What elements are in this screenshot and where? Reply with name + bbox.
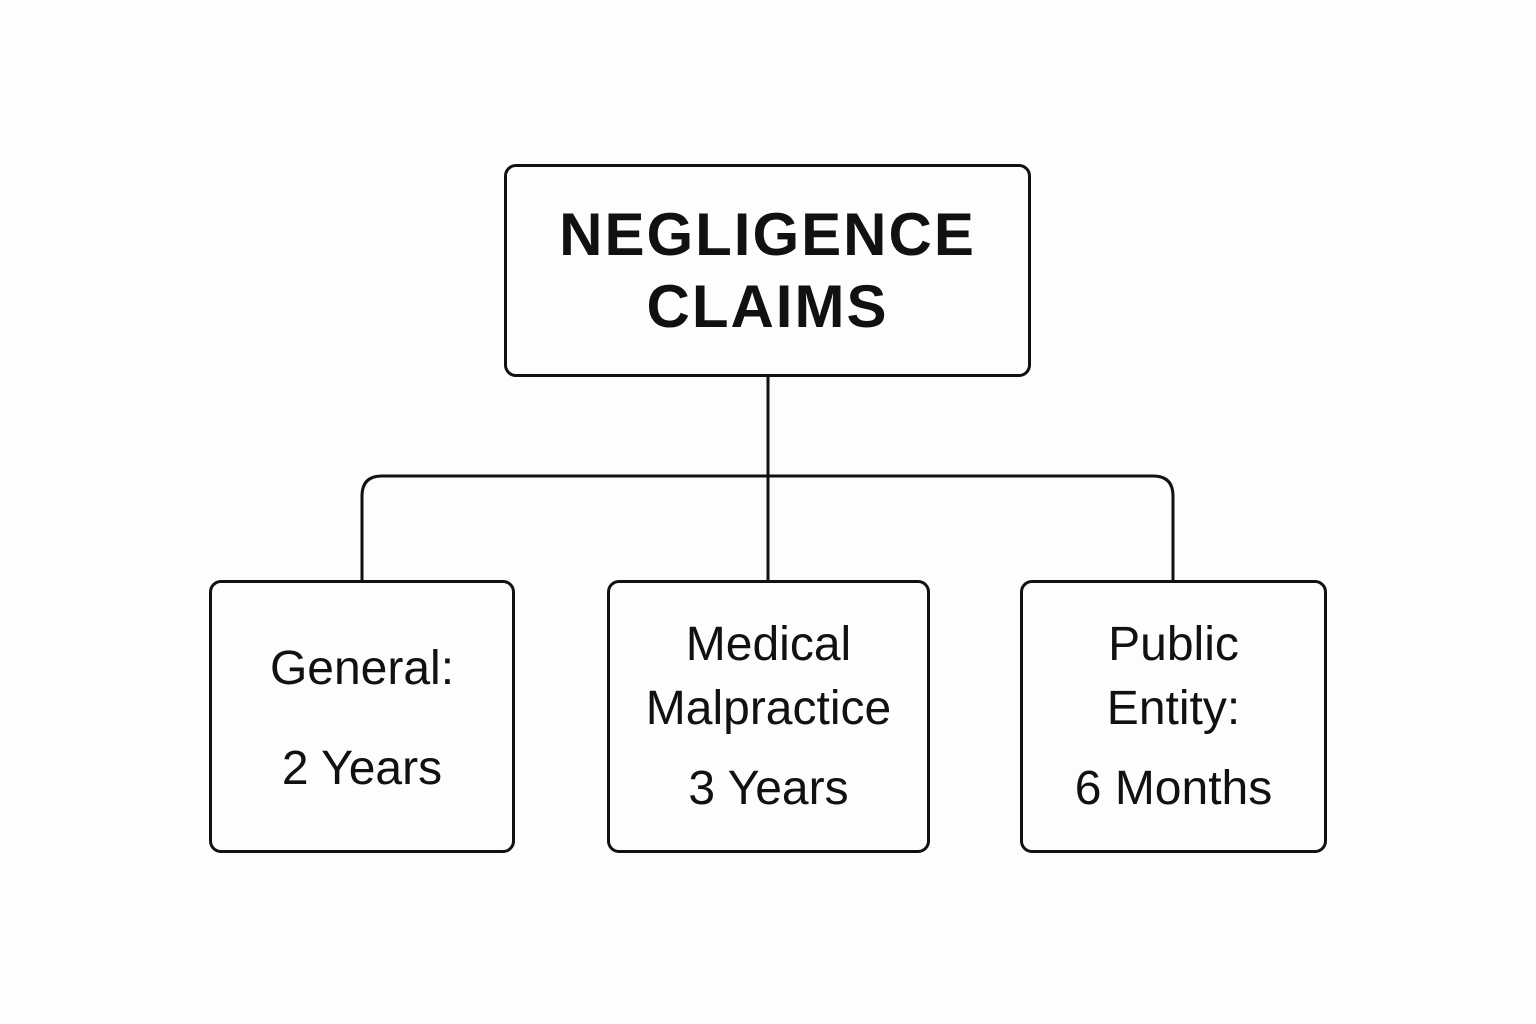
general-label: General: (269, 641, 455, 695)
branch-bar-connector (360, 474, 1175, 580)
child-node-medical-malpractice: Medical Malpractice 3 Years (607, 580, 930, 853)
root-title-line-1: NEGLIGENCE (559, 200, 976, 268)
medical-label-line-2: Malpractice (645, 681, 892, 735)
general-value: 2 Years (281, 741, 443, 795)
root-title-line-2: CLAIMS (646, 272, 889, 340)
public-value: 6 Months (1074, 761, 1273, 815)
child-node-general: General: 2 Years (209, 580, 515, 853)
medical-value: 3 Years (688, 761, 849, 815)
public-label-line-1: Public (1108, 617, 1239, 671)
root-node-negligence-claims: NEGLIGENCE CLAIMS (504, 164, 1031, 377)
child-node-public-entity: Public Entity: 6 Months (1020, 580, 1327, 853)
medical-label-line-1: Medical (685, 617, 852, 671)
public-label-line-2: Entity: (1106, 681, 1241, 735)
